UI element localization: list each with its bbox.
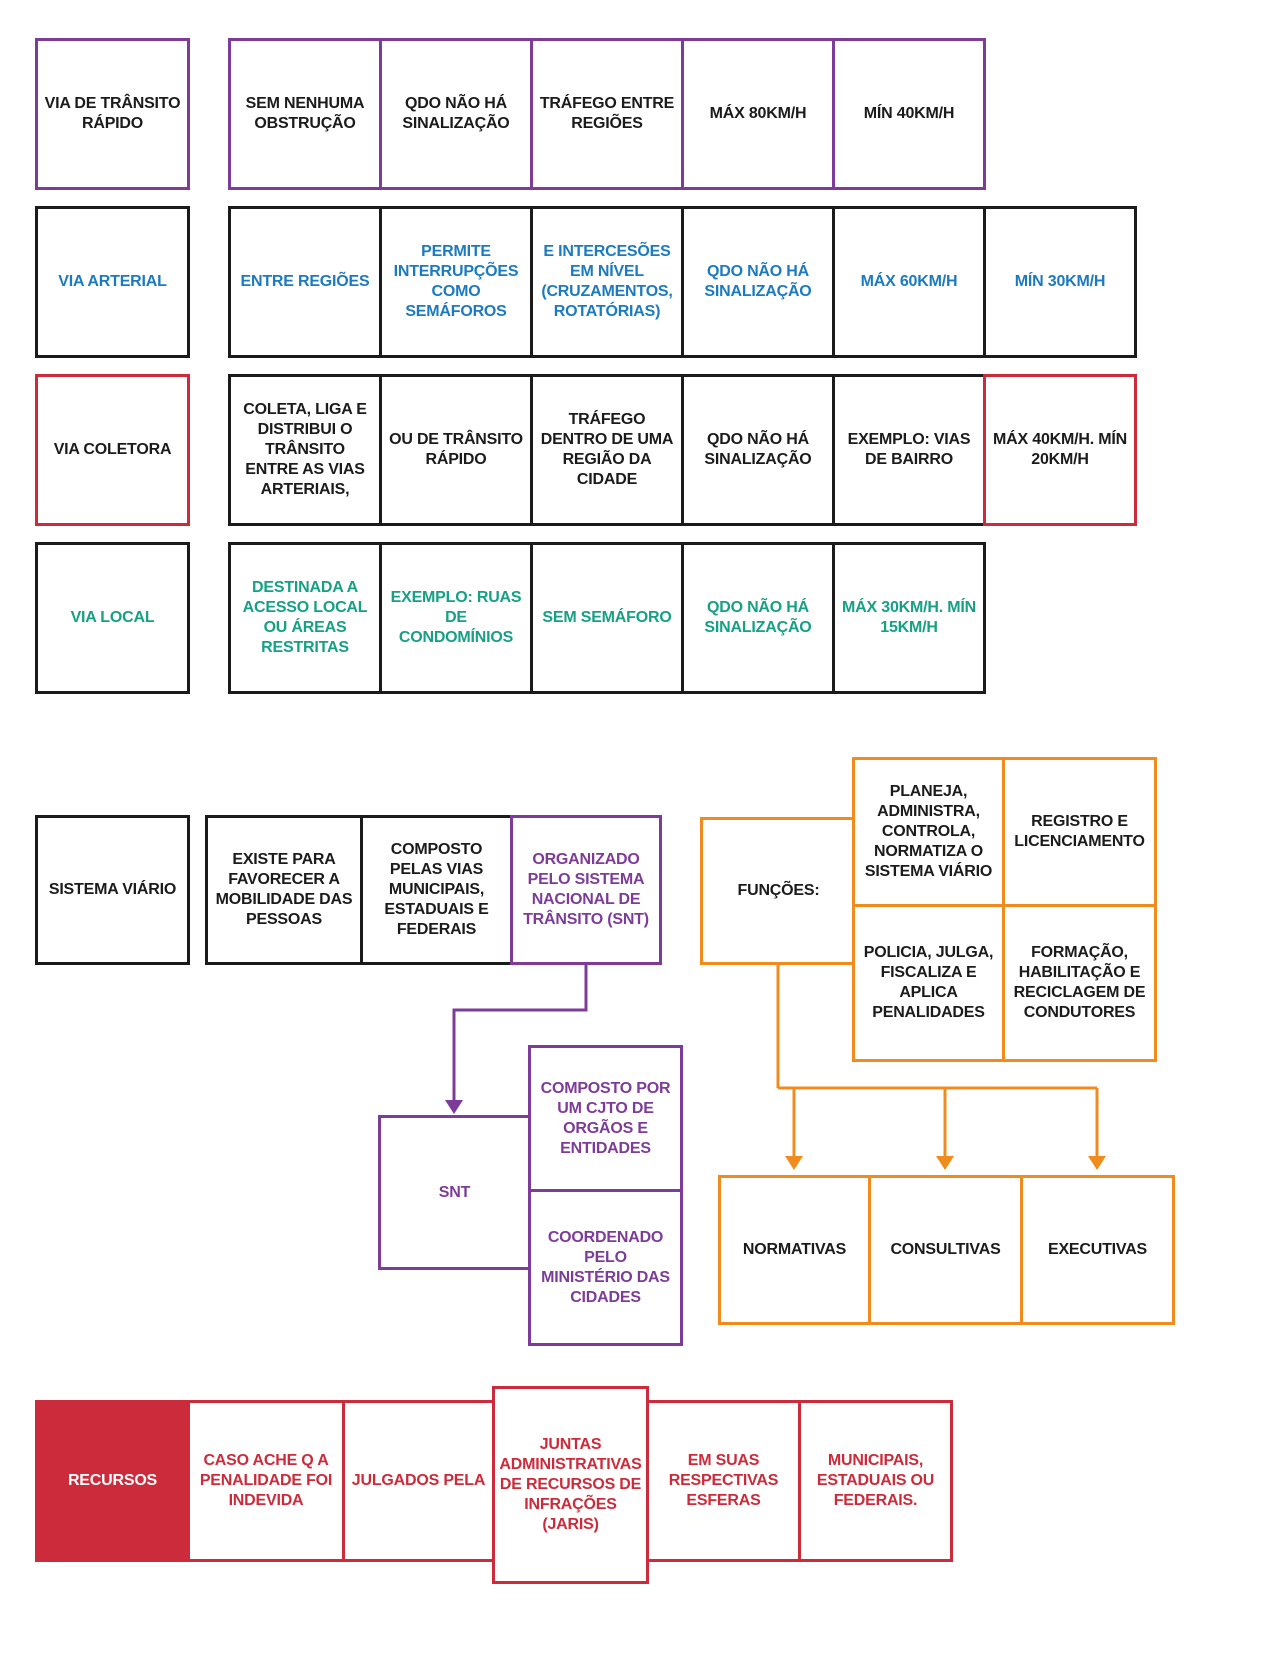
sistema-viario-cell: COMPOSTO PELAS VIAS MUNICIPAIS, ESTADUAI… (360, 815, 513, 965)
consultivas-box: CONSULTIVAS (868, 1175, 1023, 1325)
via-rapida-cell: QDO NÃO HÁ SINALIZAÇÃO (379, 38, 533, 190)
via-coletora-cell: OU DE TRÂNSITO RÁPIDO (379, 374, 533, 526)
via-local-cell: QDO NÃO HÁ SINALIZAÇÃO (681, 542, 835, 694)
funcoes-box: FUNÇÕES: (700, 817, 857, 965)
via-rapida-cell: TRÁFEGO ENTRE REGIÕES (530, 38, 684, 190)
via-local-cell: EXEMPLO: RUAS DE CONDOMÍNIOS (379, 542, 533, 694)
via-coletora-cell: QDO NÃO HÁ SINALIZAÇÃO (681, 374, 835, 526)
via-arterial-header-box: VIA ARTERIAL (35, 206, 190, 358)
snt-note-cell: COMPOSTO POR UM CJTO DE ORGÃOS E ENTIDAD… (528, 1045, 683, 1192)
funcoes-grid-cell: POLICIA, JULGA, FISCALIZA E APLICA PENAL… (852, 904, 1005, 1062)
recursos-cell: JULGADOS PELA (342, 1400, 495, 1562)
via-arterial-cell: ENTRE REGIÕES (228, 206, 382, 358)
funcoes-grid-cell: FORMAÇÃO, HABILITAÇÃO E RECICLAGEM DE CO… (1002, 904, 1157, 1062)
via-arterial-cell: QDO NÃO HÁ SINALIZAÇÃO (681, 206, 835, 358)
organizado-snt-box: ORGANIZADO PELO SISTEMA NACIONAL DE TRÂN… (510, 815, 662, 965)
via-local-header-box: VIA LOCAL (35, 542, 190, 694)
jaris-box: JUNTAS ADMINISTRATIVAS DE RECURSOS DE IN… (492, 1386, 649, 1584)
recursos-cell: EM SUAS RESPECTIVAS ESFERAS (646, 1400, 801, 1562)
funcoes-grid-cell: REGISTRO E LICENCIAMENTO (1002, 757, 1157, 907)
snt-note-cell: COORDENADO PELO MINISTÉRIO DAS CIDADES (528, 1189, 683, 1346)
via-local-cell: MÁX 30KM/H. MÍN 15KM/H (832, 542, 986, 694)
via-local-cell: SEM SEMÁFORO (530, 542, 684, 694)
via-arterial-cell: PERMITE INTERRUPÇÕES COMO SEMÁFOROS (379, 206, 533, 358)
via-rapida-header-box: VIA DE TRÂNSITO RÁPIDO (35, 38, 190, 190)
via-arterial-cell: MÁX 60KM/H (832, 206, 986, 358)
via-local-cell: DESTINADA A ACESSO LOCAL OU ÁREAS RESTRI… (228, 542, 382, 694)
via-arterial-cell: E INTERCESÕES EM NÍVEL (CRUZAMENTOS, ROT… (530, 206, 684, 358)
via-coletora-header-box: VIA COLETORA (35, 374, 190, 526)
recursos-cell: MUNICIPAIS, ESTADUAIS OU FEDERAIS. (798, 1400, 953, 1562)
via-coletora-cell: EXEMPLO: VIAS DE BAIRRO (832, 374, 986, 526)
sistema-viario-box: SISTEMA VIÁRIO (35, 815, 190, 965)
executivas-box: EXECUTIVAS (1020, 1175, 1175, 1325)
recursos-cell: CASO ACHE Q A PENALIDADE FOI INDEVIDA (187, 1400, 345, 1562)
via-coletora-cell: MÁX 40KM/H. MÍN 20KM/H (983, 374, 1137, 526)
recursos-box: RECURSOS (35, 1400, 190, 1562)
via-coletora-cell: TRÁFEGO DENTRO DE UMA REGIÃO DA CIDADE (530, 374, 684, 526)
snt-box: SNT (378, 1115, 531, 1270)
via-arterial-cell: MÍN 30KM/H (983, 206, 1137, 358)
sistema-viario-cell: EXISTE PARA FAVORECER A MOBILIDADE DAS P… (205, 815, 363, 965)
via-rapida-cell: MÍN 40KM/H (832, 38, 986, 190)
normativas-box: NORMATIVAS (718, 1175, 871, 1325)
via-coletora-cell: COLETA, LIGA E DISTRIBUI O TRÂNSITO ENTR… (228, 374, 382, 526)
via-rapida-cell: SEM NENHUMA OBSTRUÇÃO (228, 38, 382, 190)
funcoes-grid-cell: PLANEJA, ADMINISTRA, CONTROLA, NORMATIZA… (852, 757, 1005, 907)
via-rapida-cell: MÁX 80KM/H (681, 38, 835, 190)
